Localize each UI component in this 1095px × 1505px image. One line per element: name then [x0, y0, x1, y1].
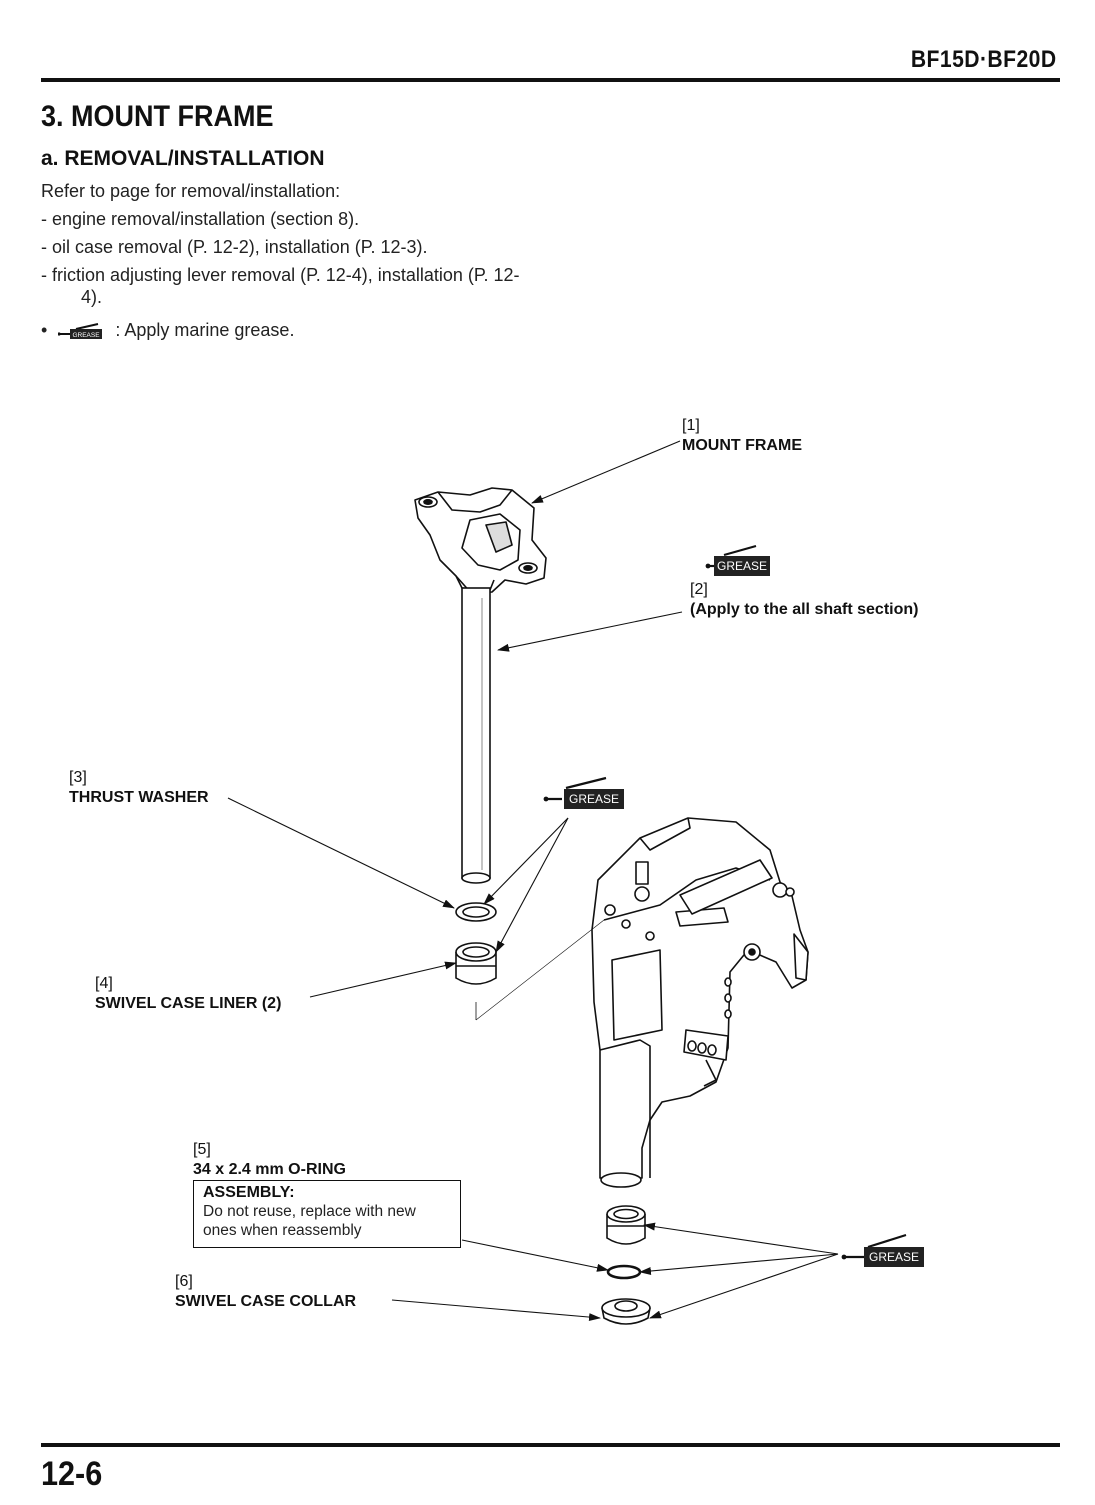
callout-label: THRUST WASHER [69, 789, 209, 806]
callout-label: 34 x 2.4 mm O-RING [193, 1161, 346, 1178]
assembly-note: ASSEMBLY: Do not reuse, replace with new… [193, 1180, 461, 1248]
callout-number: [2] [690, 581, 708, 598]
note-text: ones when reassembly [203, 1222, 362, 1239]
section-title: 3. MOUNT FRAME [41, 100, 274, 133]
callout-number: [6] [175, 1273, 193, 1290]
lower-liner-part [606, 1205, 646, 1245]
intro-line: - oil case removal (P. 12-2), installati… [41, 237, 428, 257]
note-heading: ASSEMBLY: [203, 1184, 295, 1201]
intro-line: - friction adjusting lever removal (P. 1… [41, 265, 520, 285]
o-ring-part [606, 1264, 642, 1280]
grease-label: GREASE [569, 792, 619, 806]
model-header: BF15D·BF20D [911, 46, 1057, 73]
callout-shaft-grease: [2] (Apply to the all shaft section) [690, 580, 918, 620]
note-text: Do not reuse, replace with new [203, 1203, 416, 1220]
bullet-text: : Apply marine grease. [115, 320, 295, 340]
grease-gun-icon: GREASE [705, 544, 770, 576]
page-number: 12-6 [41, 1455, 103, 1493]
intro-line: Refer to page for removal/installation: [41, 181, 341, 201]
callout-thrust-washer: [3] THRUST WASHER [69, 768, 209, 808]
intro-line: 4). [81, 287, 103, 307]
header-rule [41, 78, 1060, 82]
callout-number: [1] [682, 417, 700, 434]
callout-label: (Apply to the all shaft section) [690, 601, 919, 618]
grease-gun-icon: GREASE [841, 1233, 924, 1267]
callout-mount-frame: [1] MOUNT FRAME [682, 416, 802, 456]
grease-bullet: • GREASE : Apply marine grease. [41, 320, 294, 341]
footer-rule [41, 1443, 1060, 1447]
callout-number: [3] [69, 769, 87, 786]
callout-label: MOUNT FRAME [682, 437, 802, 454]
grease-gun-icon: GREASE [58, 323, 103, 340]
callout-swivel-case-liner: [4] SWIVEL CASE LINER (2) [95, 974, 281, 1014]
callout-o-ring: [5] 34 x 2.4 mm O-RING [193, 1140, 346, 1180]
callout-number: [5] [193, 1141, 211, 1158]
mount-shaft [461, 587, 491, 884]
callout-number: [4] [95, 975, 113, 992]
swivel-case-liner-part [455, 942, 497, 985]
callout-label: SWIVEL CASE COLLAR [175, 1293, 357, 1310]
leader-lines [227, 440, 839, 1322]
bullet-dot: • [41, 320, 48, 340]
section-subtitle: a. REMOVAL/INSTALLATION [41, 147, 325, 170]
grease-label: GREASE [73, 332, 101, 339]
swivel-case-collar-part [601, 1298, 651, 1325]
swivel-case-part [591, 817, 809, 1188]
mount-frame-part [414, 487, 547, 595]
grease-gun-icon: GREASE [543, 776, 624, 809]
intro-line: - engine removal/installation (section 8… [41, 209, 360, 229]
callout-swivel-case-collar: [6] SWIVEL CASE COLLAR [175, 1272, 356, 1312]
thrust-washer-part [455, 902, 497, 922]
callout-label: SWIVEL CASE LINER (2) [95, 995, 282, 1012]
grease-label: GREASE [717, 559, 767, 573]
grease-label: GREASE [869, 1250, 919, 1264]
